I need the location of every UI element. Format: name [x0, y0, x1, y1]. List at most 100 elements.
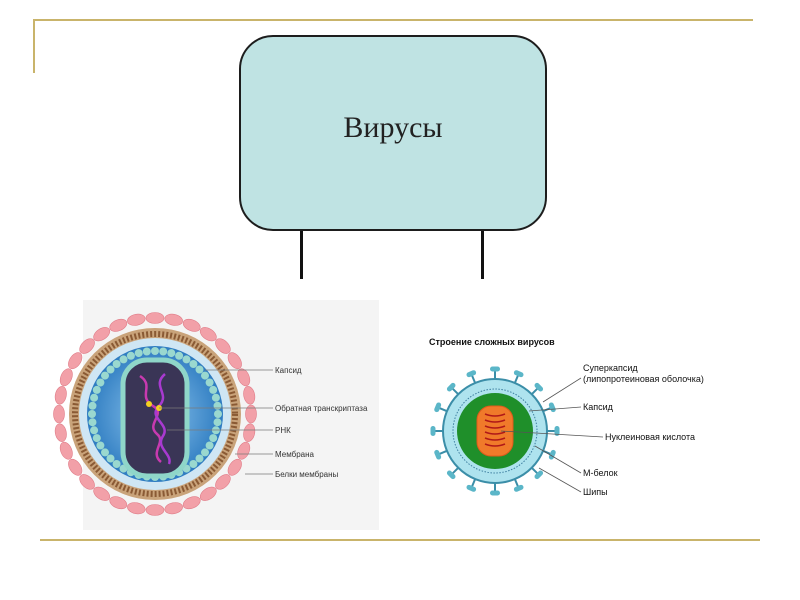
- frame-top-line: [33, 19, 753, 21]
- matrix-bead: [112, 460, 121, 468]
- label-membrane: Мембрана: [275, 450, 315, 459]
- membrane-protein: [127, 502, 146, 515]
- membrane-proteins-ring: [53, 312, 257, 516]
- membrane-protein: [227, 352, 242, 370]
- matrix-bead: [134, 349, 143, 358]
- label-membrane-proteins: Белки мембраны: [275, 470, 339, 479]
- matrix-bead: [205, 378, 214, 387]
- label-lipoprotein-envelope: (липопротеиновая оболочка): [583, 374, 704, 384]
- membrane-protein: [59, 368, 73, 387]
- membrane-protein: [164, 502, 183, 515]
- membrane-protein: [68, 458, 83, 476]
- matrix-bead: [101, 448, 109, 457]
- matrix-bead: [92, 434, 101, 443]
- matrix-beads: [88, 347, 222, 481]
- membrane-protein: [237, 368, 251, 387]
- membrane-protein: [93, 486, 111, 501]
- rna-strand-2: [154, 373, 171, 465]
- membrane-protein: [109, 318, 128, 332]
- label-reverse-transcriptase: Обратная транскриптаза: [275, 404, 368, 413]
- nucleic-acid-core: [476, 405, 514, 457]
- membrane-lipid-layer: [72, 331, 238, 497]
- membrane-protein: [243, 423, 256, 442]
- matrix-bead: [88, 401, 97, 410]
- matrix-bead: [106, 454, 115, 463]
- complex-virus-diagram: Строение сложных вирусов Суперкапсид (ли…: [405, 320, 775, 510]
- label-supercapsid: Суперкапсид: [583, 363, 638, 373]
- matrix-bead: [92, 385, 101, 394]
- label-spikes: Шипы: [583, 487, 608, 497]
- matrix-bead: [90, 393, 99, 402]
- matrix-bead: [167, 349, 176, 358]
- matrix-bead: [213, 418, 222, 427]
- matrix-bead: [88, 410, 96, 418]
- matrix-bead: [142, 347, 151, 356]
- membrane-protein: [145, 504, 165, 516]
- matrix-bead: [211, 393, 220, 402]
- frame-left-line: [33, 19, 35, 73]
- title-text: Вирусы: [343, 111, 443, 144]
- matrix-bead: [112, 360, 121, 368]
- matrix-bead: [96, 378, 105, 387]
- connector-right: [481, 231, 484, 279]
- label-capsid-right: Капсид: [583, 402, 614, 412]
- frame-bottom-line: [40, 539, 760, 541]
- membrane-protein: [199, 486, 217, 501]
- matrix-bead: [189, 460, 198, 468]
- label-capsid: Капсид: [275, 366, 302, 375]
- matrix-bead: [126, 351, 135, 360]
- membrane-protein: [79, 338, 95, 354]
- membrane-protein: [182, 496, 201, 510]
- matrix-bead: [189, 360, 198, 368]
- matrix-bead: [205, 441, 214, 450]
- membrane-protein: [93, 327, 111, 342]
- m-protein-layer: [452, 388, 538, 474]
- matrix-bead: [175, 351, 184, 360]
- label-rna: РНК: [275, 426, 291, 435]
- membrane-protein: [59, 441, 73, 460]
- membrane-protein: [145, 312, 165, 324]
- label-nucleic-acid: Нуклеиновая кислота: [605, 432, 695, 442]
- connector-left: [300, 231, 303, 279]
- membrane-protein: [68, 352, 83, 370]
- matrix-bead: [201, 371, 209, 380]
- matrix-bead: [90, 426, 99, 435]
- matrix-bead: [96, 441, 105, 450]
- membrane-protein: [127, 313, 146, 326]
- matrix-bead: [88, 418, 97, 427]
- retrovirus-diagram: Капсид Обратная транскриптаза РНК Мембра…: [45, 294, 385, 532]
- matrix-bead: [209, 385, 218, 394]
- membrane-protein: [215, 338, 231, 354]
- membrane-protein: [54, 386, 67, 405]
- membrane-protein: [54, 423, 67, 442]
- right-label-lines: [500, 377, 604, 493]
- label-lines: [159, 369, 273, 475]
- membrane-protein: [243, 386, 256, 405]
- membrane-protein: [245, 404, 257, 424]
- membrane-protein: [109, 496, 128, 510]
- matrix-bead: [214, 410, 222, 418]
- matrix-bead: [101, 371, 109, 380]
- membrane-protein: [53, 404, 65, 424]
- membrane-protein: [215, 474, 231, 490]
- matrix-bead: [201, 448, 209, 457]
- membrane-protein: [199, 327, 217, 342]
- matrix-bead: [159, 347, 168, 356]
- matrix-bead: [213, 401, 222, 410]
- matrix-bead: [151, 347, 159, 355]
- matrix-bead: [195, 454, 204, 463]
- nucleic-acid-coil: [484, 413, 506, 447]
- title-box: Вирусы: [239, 35, 547, 231]
- matrix-bead: [119, 355, 128, 364]
- membrane-protein: [237, 441, 251, 460]
- membrane-protein: [227, 458, 242, 476]
- rna-strand-1: [139, 374, 162, 463]
- membrane-protein: [79, 474, 95, 490]
- membrane-protein: [164, 313, 183, 326]
- label-m-protein: М-белок: [583, 468, 618, 478]
- reverse-transcriptase-dot-1: [146, 401, 152, 407]
- complex-virus-heading: Строение сложных вирусов: [429, 337, 555, 347]
- matrix-bead: [195, 365, 204, 374]
- matrix-bead: [106, 365, 115, 374]
- matrix-bead: [182, 355, 191, 364]
